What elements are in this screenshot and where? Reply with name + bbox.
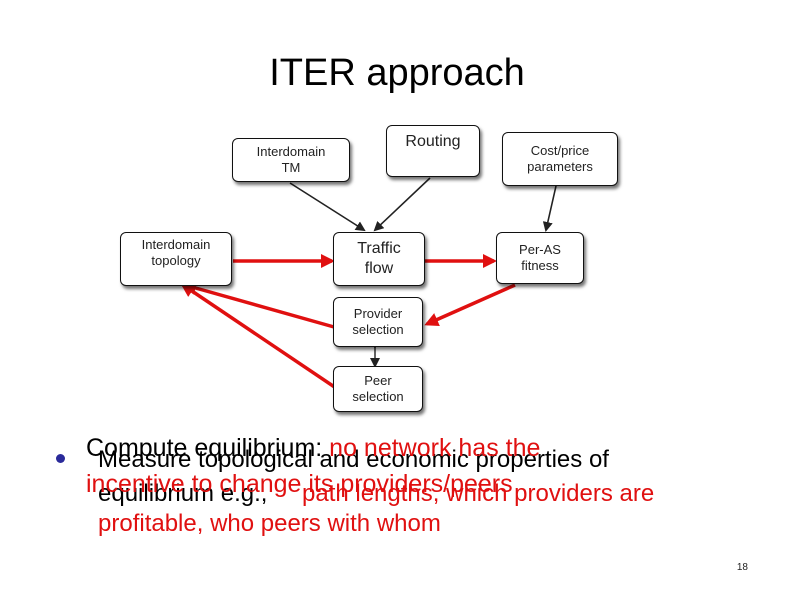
arrow-provider-to-topology xyxy=(182,281,335,329)
node-provider-selection: Provider selection xyxy=(333,297,423,347)
arrow-routing-to-traffic xyxy=(373,177,431,232)
node-interdomain-topology: Interdomain topology xyxy=(120,232,232,286)
node-interdomain-tm: Interdomain TM xyxy=(232,138,350,182)
node-cost-price: Cost/price parameters xyxy=(502,132,618,186)
node-peer-selection-label: Peer selection xyxy=(352,373,404,404)
node-interdomain-tm-label: Interdomain TM xyxy=(256,144,326,175)
arrow-cost-to-fitness xyxy=(542,185,557,232)
node-traffic-flow-label: Traffic flow xyxy=(357,240,401,277)
bullet-line2-black-a: equilibrium e.g., xyxy=(98,480,268,507)
bullet-line3: profitable, who peers with whom xyxy=(98,510,441,537)
slide-title: ITER approach xyxy=(269,52,525,94)
bullet-line2-red-b: path lengths, which providers are xyxy=(302,480,655,507)
arrow-tm-to-traffic xyxy=(289,182,366,232)
arrow-peer-to-topology xyxy=(180,283,337,390)
overlay-line2: incentive to change its providers/peers xyxy=(86,470,513,498)
page-number: 18 xyxy=(736,562,748,573)
node-cost-price-label: Cost/price parameters xyxy=(527,143,593,174)
overlay-line1: Compute equilibrium: no network has the xyxy=(86,434,541,462)
node-traffic-flow: Traffic flow xyxy=(333,232,425,286)
node-interdomain-topology-label: Interdomain topology xyxy=(141,237,211,268)
node-routing: Routing xyxy=(386,125,480,177)
node-peer-selection: Peer selection xyxy=(333,366,423,412)
bullet-dot xyxy=(56,454,65,463)
node-per-as-fitness-label: Per-AS fitness xyxy=(519,242,561,273)
bullet-line1-black: Measure topological and economic propert… xyxy=(98,446,609,473)
node-provider-selection-label: Provider selection xyxy=(352,306,404,337)
node-per-as-fitness: Per-AS fitness xyxy=(496,232,584,284)
node-routing-label: Routing xyxy=(405,133,461,150)
arrow-fitness-to-provider xyxy=(424,283,516,326)
